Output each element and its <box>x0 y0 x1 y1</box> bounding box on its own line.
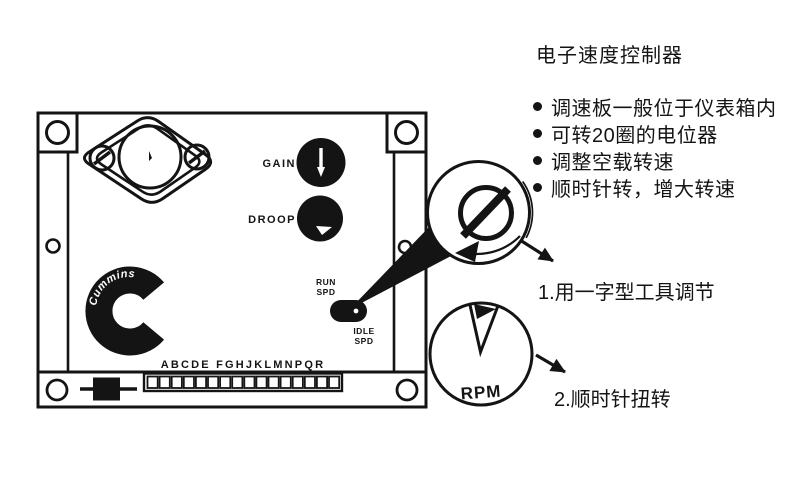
bullet-dot-icon <box>533 156 542 165</box>
screw-zoom-circle <box>426 160 534 265</box>
zoom-circle-outline <box>426 160 531 265</box>
knob-body <box>297 195 343 242</box>
bullet-text: 可转20圈的电位器 <box>551 125 718 147</box>
mounting-hole-icon <box>45 378 69 402</box>
pot-body <box>330 300 367 322</box>
bullet-dot-icon <box>533 102 542 111</box>
terminal-block <box>158 375 171 389</box>
run-spd-label: RUN <box>316 277 336 287</box>
bullet-item: 调速板一般位于仪表箱内 <box>533 93 777 120</box>
terminal-letters: ABCDE FGHJKLMNPQR <box>161 359 326 371</box>
idle-spd-label: IDLE <box>353 326 374 336</box>
run-speed-pot <box>330 300 367 322</box>
info-title: 电子速度控制器 <box>536 45 683 67</box>
step1-label: 1.用一字型工具调节 <box>538 282 715 304</box>
step2-label: 2.顺时针扭转 <box>554 389 671 411</box>
rotation-arc <box>475 235 521 256</box>
fuse-component <box>80 377 137 401</box>
cummins-logo: Cummins <box>85 266 165 356</box>
rotation-arrow-icon <box>455 241 479 262</box>
fuse-body <box>93 377 120 401</box>
screw-head-icon <box>458 185 514 241</box>
run-spd-label: SPD <box>317 287 336 297</box>
corner-bracket <box>36 111 79 154</box>
screw-icon <box>88 144 116 172</box>
info-bullet-list: 调速板一般位于仪表箱内 可转20圈的电位器 调整空载转速 顺时针转，增大转速 <box>533 93 777 201</box>
mount-outer-diamond <box>82 116 213 204</box>
terminal-block <box>243 375 256 389</box>
small-hole-icon <box>45 238 61 254</box>
pot-slot-dot <box>353 308 359 314</box>
screw-slot <box>187 149 207 165</box>
terminal-block <box>291 375 304 389</box>
bullet-dot-icon <box>533 183 542 192</box>
pointer-arrow-2 <box>535 353 566 374</box>
pointer-notch <box>468 304 499 358</box>
bullet-dot-icon <box>533 129 542 138</box>
mounting-hole-icon <box>395 378 419 402</box>
logo-c-shape <box>85 266 165 356</box>
terminal-block <box>182 375 195 389</box>
gain-knob <box>296 138 346 187</box>
knob-pointer <box>317 167 325 177</box>
idle-spd-label: SPD <box>355 336 374 346</box>
terminal-block <box>146 375 159 389</box>
terminal-block <box>315 375 328 389</box>
terminal-block <box>219 375 232 389</box>
terminal-block <box>279 375 292 389</box>
bullet-item: 调整空载转速 <box>533 147 777 174</box>
bullet-text: 顺时针转，增大转速 <box>551 179 736 201</box>
pointer-arrow-1 <box>519 238 554 263</box>
knob-pointer <box>316 226 332 235</box>
terminal-block <box>194 375 207 389</box>
rpm-label: RPM <box>460 382 502 404</box>
droop-knob <box>297 195 343 242</box>
droop-label: DROOP <box>248 214 296 226</box>
bullet-text: 调速板一般位于仪表箱内 <box>551 98 777 120</box>
terminal-block <box>328 375 341 389</box>
terminal-block <box>267 375 280 389</box>
corner-bracket <box>385 111 428 154</box>
terminal-strip <box>142 372 344 393</box>
screw-slot-icon <box>460 186 511 239</box>
terminal-block <box>207 375 220 389</box>
rpm-zoom-circle: RPM <box>428 301 534 407</box>
terminal-block <box>255 375 268 389</box>
zoom-circle-double-line <box>522 181 534 239</box>
screw-icon <box>183 143 211 171</box>
bullet-text: 调整空载转速 <box>551 152 674 174</box>
screw-slot <box>92 150 112 166</box>
center-mark <box>149 151 152 161</box>
transistor-can <box>117 124 183 190</box>
mounting-hole-icon <box>45 120 70 145</box>
terminal-block <box>303 375 316 389</box>
terminal-strip-outline <box>142 372 344 393</box>
gain-label: GAIN <box>263 158 297 170</box>
bullet-item: 可转20圈的电位器 <box>533 120 777 147</box>
bullet-item: 顺时针转，增大转速 <box>533 174 777 201</box>
clockwise-arrow-icon <box>474 304 496 319</box>
mounting-hole-icon <box>394 120 419 145</box>
terminal-block <box>231 375 244 389</box>
terminal-block <box>170 375 183 389</box>
power-transistor-mount <box>82 116 213 204</box>
callout-wedge <box>350 226 452 309</box>
